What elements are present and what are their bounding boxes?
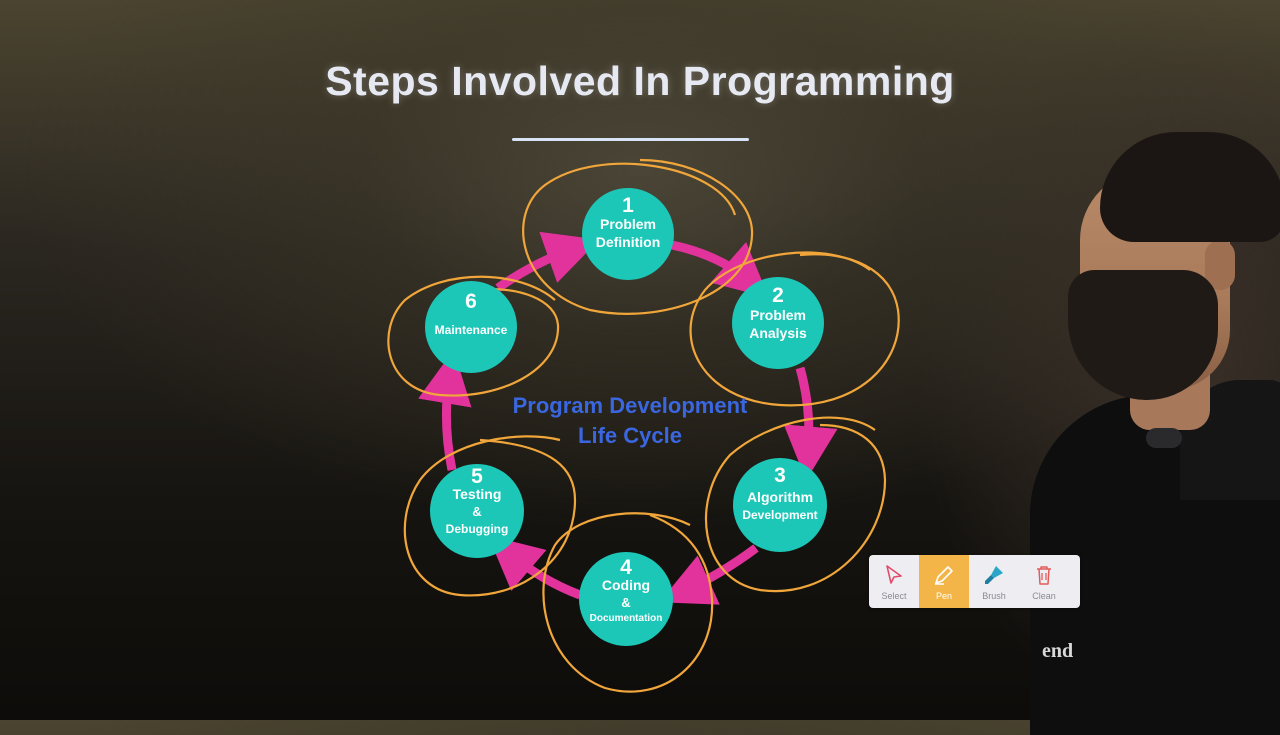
lifecycle-diagram: 1 Problem Definition 2 Problem Analysis … — [387, 158, 900, 693]
arrow-4-to-5 — [487, 535, 582, 600]
arrow-5-to-6 — [418, 349, 472, 471]
slide-title: Steps Involved In Programming — [325, 58, 955, 104]
step-node-2: 2 Problem Analysis — [732, 277, 824, 369]
step-label: Debugging — [446, 522, 509, 536]
step-number: 4 — [620, 556, 632, 579]
brush-tool-button[interactable]: Brush — [969, 555, 1019, 608]
arrow-1-to-2 — [671, 240, 769, 298]
arrow-6-to-1 — [495, 231, 600, 292]
step-label: Testing — [453, 486, 502, 502]
center-label-line1: Program Development — [513, 393, 748, 418]
annotation-loops — [387, 158, 900, 693]
step-number: 1 — [622, 194, 634, 217]
presenter-beard — [1068, 270, 1218, 400]
cycle-arrows — [418, 231, 838, 605]
step-node-5: 5 Testing & Debugging — [430, 464, 524, 558]
step-number: 3 — [774, 464, 786, 487]
step-label: Definition — [596, 234, 661, 250]
loop-step-5 — [403, 435, 577, 597]
arrow-3-to-4 — [659, 544, 759, 605]
arrow-2-to-3 — [783, 366, 838, 481]
pen-icon — [935, 565, 953, 585]
step-label: Coding — [602, 577, 650, 593]
step-node-1: 1 Problem Definition — [582, 188, 674, 280]
step-label: Maintenance — [435, 323, 508, 337]
step-label: & — [621, 595, 630, 610]
step-label: Documentation — [590, 613, 663, 624]
trash-icon — [1037, 565, 1051, 585]
pen-tool-button[interactable]: Pen — [919, 555, 969, 608]
presenter-ear — [1205, 240, 1235, 290]
step-label: & — [472, 504, 481, 519]
clean-tool-button[interactable]: Clean — [1019, 555, 1069, 608]
step-number: 5 — [471, 465, 483, 488]
step-label: Analysis — [749, 325, 807, 341]
loop-step-3 — [704, 416, 887, 593]
step-node-4: 4 Coding & Documentation — [579, 552, 673, 646]
tool-label: Pen — [935, 590, 952, 601]
loop-step-4 — [542, 512, 714, 693]
step-label: Problem — [600, 216, 656, 232]
annotation-toolbar: Select Pen Brush Clean — [869, 555, 1080, 608]
tool-label: Clean — [1032, 590, 1056, 601]
loop-step-2 — [689, 251, 900, 407]
shirt-print: end — [1042, 640, 1074, 662]
step-node-6: 6 Maintenance — [425, 281, 517, 373]
step-node-3: 3 Algorithm Development — [733, 458, 827, 552]
step-label: Algorithm — [747, 489, 813, 505]
select-tool-button[interactable]: Select — [869, 555, 919, 608]
tool-label: Select — [881, 590, 907, 601]
center-label-line2: Life Cycle — [578, 423, 682, 448]
step-label: Problem — [750, 307, 806, 323]
loop-step-6 — [387, 275, 560, 397]
loop-step-1 — [522, 158, 754, 315]
tool-label: Brush — [982, 590, 1006, 601]
step-label: Development — [742, 508, 817, 522]
cursor-icon — [886, 564, 902, 584]
presenter-hair — [1100, 132, 1280, 242]
title-underline — [512, 138, 749, 141]
lapel-mic — [1146, 428, 1182, 448]
step-number: 2 — [772, 284, 784, 307]
brush-icon — [985, 565, 1003, 584]
step-number: 6 — [465, 290, 477, 313]
